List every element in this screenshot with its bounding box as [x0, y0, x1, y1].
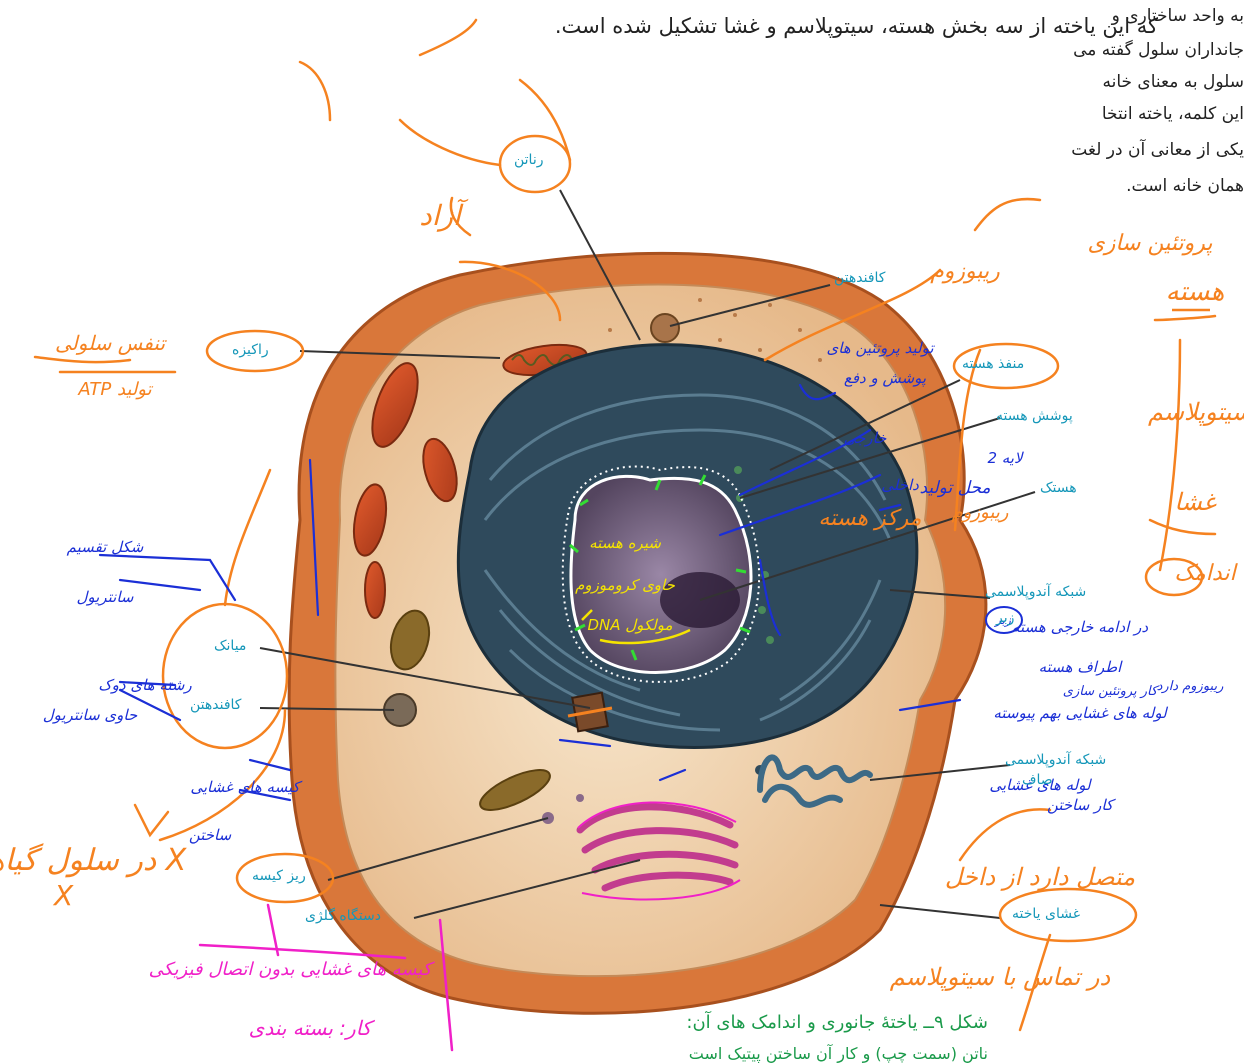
- pink-handwriting: کیسه های غشایی بدون اتصال فیزیکی کار: بس…: [149, 959, 435, 1040]
- hw-nucleus: هسته: [1166, 277, 1225, 307]
- nucleus-shape: [571, 476, 751, 672]
- hw-production-site: محل تولید: [919, 478, 990, 498]
- hw-inner: داخلی: [881, 476, 919, 494]
- label-smooth-er-1: شبکه آندوپلاسمی: [1005, 752, 1106, 768]
- label-nuclear-envelope: پوشش هسته: [996, 408, 1073, 424]
- label-vesicle: ریز کیسه: [252, 868, 306, 884]
- hw-membrane-sacs: کیسه های غشایی: [190, 778, 302, 796]
- yellow-handwriting: شیره هسته حاوی کروموزوم DNA مولکول: [575, 534, 676, 634]
- hw-around-nucleus: اطراف هسته: [1039, 658, 1124, 676]
- hw-continuation-nucleus: در ادامه خارجی هسته: [1012, 618, 1148, 636]
- hw-outer: خارجی: [844, 429, 888, 447]
- hw-atp-production: ATP تولید: [77, 379, 153, 400]
- hw-protein-work: کار پروتئین سازی: [1063, 684, 1160, 699]
- hw-cellular-respiration: تنفس سلولی: [55, 331, 167, 355]
- label-nucleolus: هستک: [1040, 480, 1077, 496]
- hw-contains-centriole: حاوی سانتریول: [43, 706, 138, 724]
- hw-organelle: اندامک: [1174, 561, 1238, 586]
- hw-contact-cytoplasm: در تماس با سیتوپلاسم: [890, 963, 1111, 991]
- hw-protein-production: تولید پروتئین های: [827, 339, 936, 357]
- label-nuclear-pore: منفذ هسته: [962, 356, 1024, 372]
- hw-division-form: شکل تقسیم: [67, 538, 144, 556]
- hw-cytoplasm: سیتوپلاسم: [1148, 398, 1244, 426]
- label-centriole-top: کافندهتن: [834, 270, 885, 286]
- label-centrosome: میانک: [214, 638, 246, 654]
- hw-has-ribosome: ریبوزوم دارد: [1157, 679, 1224, 694]
- hw-protein-synthesis: پروتئین سازی: [1087, 231, 1212, 256]
- label-mitochondrion: راکیزه: [232, 342, 269, 358]
- label-smooth-er-2: صاف: [1022, 772, 1053, 788]
- hw-nuclear-sap: شیره هسته: [589, 534, 661, 552]
- hw-centriole: سانتریول: [77, 588, 134, 606]
- hw-connected-tubes: لوله های غشایی بهم پیوسته: [993, 704, 1169, 722]
- hw-contains-chromosome: حاوی کروموزوم: [575, 576, 676, 594]
- hw-coating-excretion: پوشش و دفع: [844, 369, 926, 387]
- hw-plant-cell-no: در سلول گیاهی X: [0, 843, 188, 878]
- hw-dna-molecule: DNA مولکول: [587, 616, 672, 634]
- hw-nucleus-center: مرکز هسته: [818, 506, 921, 531]
- hw-two-layers: 2 لایه: [987, 449, 1024, 467]
- hw-membrane: غشا: [1174, 488, 1217, 516]
- label-rough-er-1: شبکه آندوپلاسمی: [985, 584, 1086, 600]
- hw-ribosome-1: ریبوزوم: [930, 259, 1000, 284]
- hw-build: ساختن: [189, 826, 232, 844]
- label-golgi: دستگاه گلژی: [305, 908, 381, 924]
- hw-job-packaging: کار: بسته بندی: [249, 1016, 376, 1040]
- hw-sacs-no-connection: کیسه های غشایی بدون اتصال فیزیکی: [149, 959, 435, 980]
- label-rough-er-2: زبر: [996, 610, 1014, 626]
- hw-x-mark: X: [52, 879, 74, 912]
- label-centriole-left: کافندهتن: [190, 697, 241, 713]
- label-ribosome: رناتن: [514, 152, 543, 168]
- centriole-top-shape: [651, 314, 679, 342]
- hw-spindle-fibers: رشته های دوک: [98, 676, 192, 694]
- label-cell-membrane: غشای یاخته: [1012, 906, 1080, 922]
- hw-making: کار ساختن: [1047, 796, 1116, 814]
- hw-attached-inside: متصل دارد از داخل: [945, 863, 1135, 891]
- hw-ribosome-2: ریبوزوم: [952, 502, 1009, 523]
